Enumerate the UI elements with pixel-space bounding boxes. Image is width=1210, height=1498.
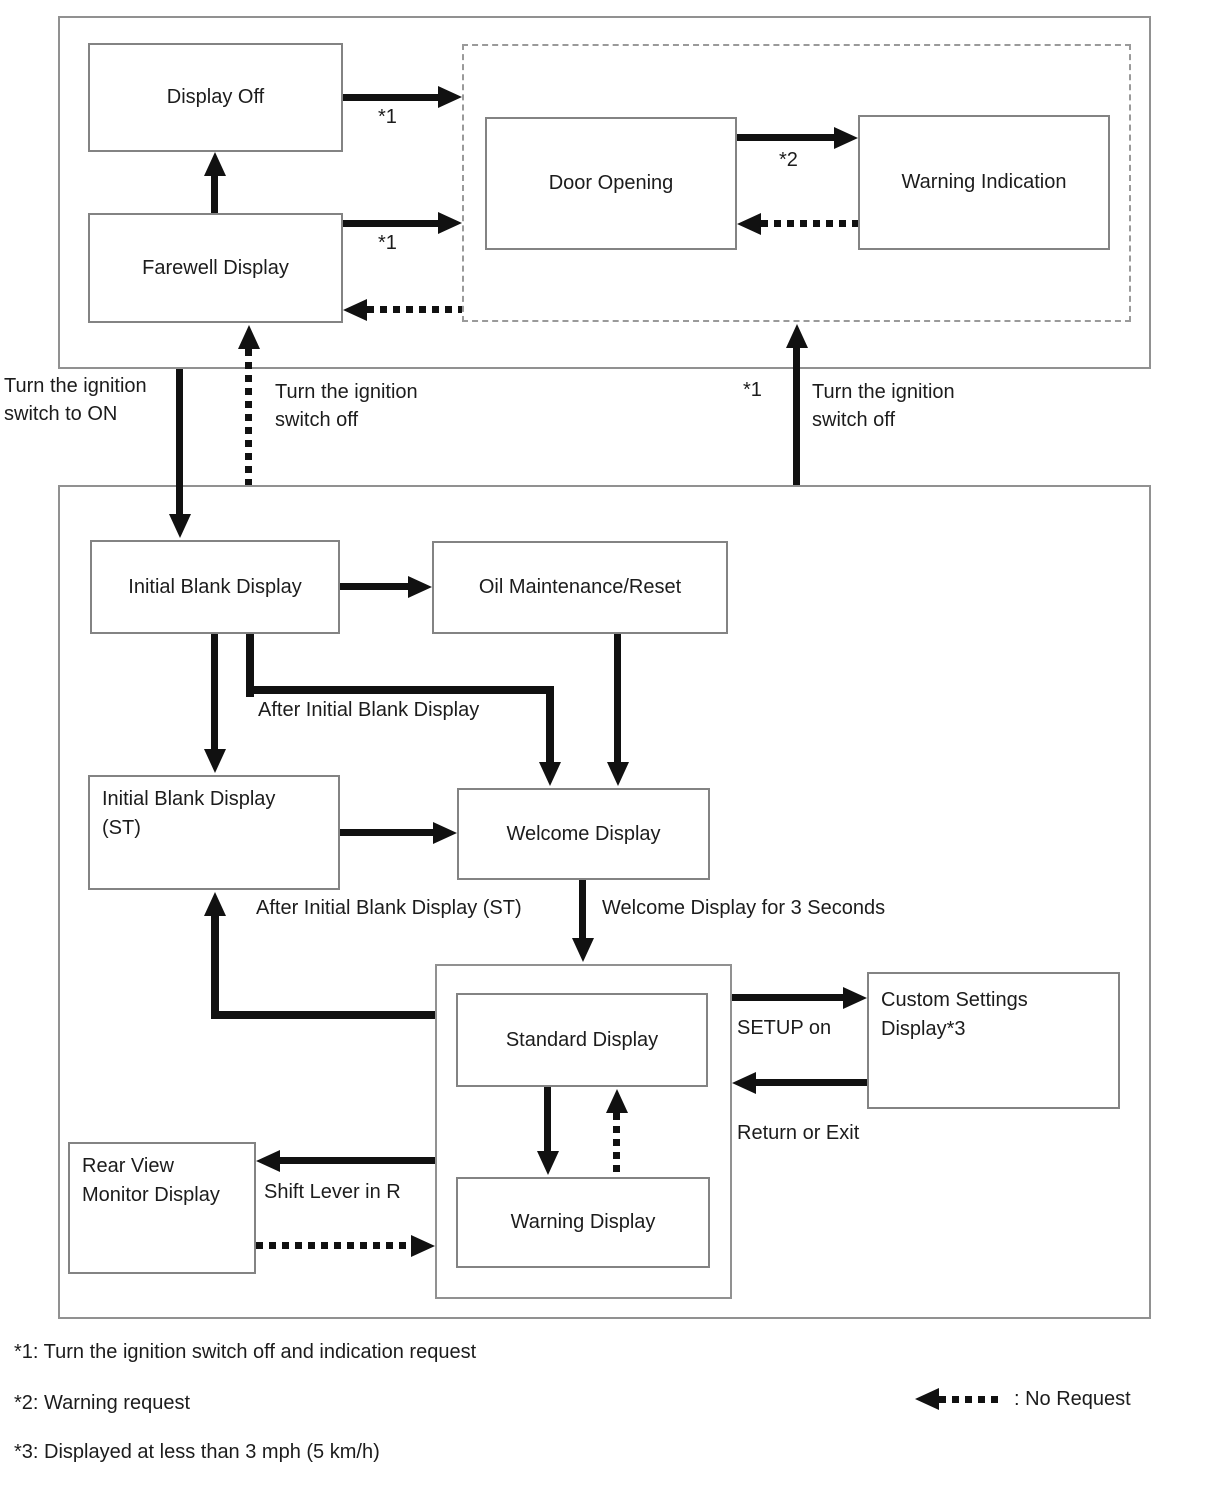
- legend-no-request-label: : No Request: [1014, 1388, 1131, 1410]
- node-rear-view-monitor-display: Rear View Monitor Display: [68, 1142, 256, 1274]
- label-after-initial-blank-display: After Initial Blank Display: [258, 699, 480, 721]
- arrow-ibd-to-welcome-elbow-h: [246, 686, 554, 694]
- label-shift-lever-in-r: Shift Lever in R: [264, 1181, 401, 1203]
- arrow-farewell-to-display-off: [211, 176, 218, 213]
- arrowhead-down-icon: [537, 1151, 559, 1175]
- footnote-1: *1: Turn the ignition switch off and ind…: [14, 1341, 477, 1363]
- arrowhead-right-icon: [438, 86, 462, 108]
- lower-group-frame: [58, 485, 1151, 1319]
- label-ignition-on: Turn the ignition switch to ON: [4, 375, 147, 425]
- dotted-arrow-lower-to-farewell: [245, 349, 252, 485]
- arrow-display-off-to-dashed: [343, 94, 438, 101]
- node-label: Farewell Display: [142, 256, 289, 279]
- node-label: Warning Display: [510, 1211, 656, 1233]
- arrowhead-left-icon: [343, 299, 367, 321]
- node-label: Welcome Display: [506, 822, 661, 845]
- node-label: Custom Settings Display*3: [881, 989, 1028, 1040]
- arrow-welcome-to-standard-group: [579, 880, 586, 938]
- arrowhead-down-icon: [539, 762, 561, 786]
- arrowhead-down-icon: [607, 762, 629, 786]
- arrow-ibd-to-oil: [340, 583, 408, 590]
- door-warning-dashed-frame: [462, 44, 1131, 322]
- arrowhead-left-icon: [256, 1150, 280, 1172]
- arrow-standard-group-to-ibd-st-v: [211, 916, 219, 1019]
- label-ignition-off-right: Turn the ignition switch off: [812, 381, 955, 431]
- label-return-or-exit: Return or Exit: [737, 1122, 860, 1144]
- arrowhead-left-icon: [737, 213, 761, 235]
- arrowhead-right-icon: [843, 987, 867, 1009]
- standard-group-frame: [435, 964, 732, 1299]
- node-door-opening: Door Opening: [485, 117, 737, 250]
- arrowhead-left-icon: [732, 1072, 756, 1094]
- arrowhead-right-icon: [411, 1235, 435, 1257]
- node-warning-display: Warning Display: [456, 1177, 710, 1268]
- legend-dotted-arrowhead-left-icon: [915, 1388, 939, 1410]
- arrow-standard-group-to-ibd-st-h: [211, 1011, 435, 1019]
- arrow-lower-to-dashed: [793, 348, 800, 485]
- node-label: Door Opening: [548, 172, 674, 194]
- node-warning-indication: Warning Indication: [858, 115, 1110, 250]
- arrowhead-up-icon: [238, 325, 260, 349]
- node-label: Initial Blank Display: [128, 575, 302, 598]
- arrow-standard-group-to-rear-view: [280, 1157, 435, 1164]
- node-custom-settings-display: Custom Settings Display*3: [867, 972, 1120, 1109]
- arrow-custom-to-standard: [756, 1079, 867, 1086]
- dotted-arrow-rear-view-to-standard-group: [256, 1242, 411, 1249]
- arrow-oil-to-welcome: [614, 634, 621, 762]
- arrowhead-right-icon: [433, 822, 457, 844]
- arrow-standard-to-custom: [732, 994, 843, 1001]
- node-label: Oil Maintenance/Reset: [478, 576, 682, 598]
- label-star1-farewell: *1: [378, 232, 397, 254]
- footnote-2: *2: Warning request: [14, 1392, 191, 1414]
- node-standard-display: Standard Display: [456, 993, 708, 1087]
- arrow-farewell-to-dashed: [343, 220, 438, 227]
- arrowhead-down-icon: [204, 749, 226, 773]
- arrow-ibd-to-ibd-st: [211, 634, 218, 749]
- dotted-arrow-warning-to-door: [761, 220, 858, 227]
- arrowhead-up-icon: [786, 324, 808, 348]
- node-label: Display Off: [166, 86, 265, 108]
- footnote-3: *3: Displayed at less than 3 mph (5 km/h…: [14, 1441, 380, 1463]
- label-welcome-3-seconds: Welcome Display for 3 Seconds: [602, 897, 886, 919]
- label-star2-door: *2: [779, 149, 798, 171]
- arrowhead-right-icon: [408, 576, 432, 598]
- node-display-off: Display Off: [88, 43, 343, 152]
- node-farewell-display: Farewell Display: [88, 213, 343, 323]
- arrowhead-right-icon: [834, 127, 858, 149]
- node-label: Warning Indication: [901, 171, 1067, 193]
- arrowhead-right-icon: [438, 212, 462, 234]
- label-ignition-off-left: Turn the ignition switch off: [275, 381, 418, 431]
- arrowhead-up-icon: [204, 152, 226, 176]
- node-initial-blank-display: Initial Blank Display: [90, 540, 340, 634]
- arrow-upper-to-initial-blank: [176, 369, 183, 514]
- dotted-arrow-dashed-to-farewell: [367, 306, 462, 313]
- arrow-ibd-to-welcome-elbow-v1: [246, 634, 254, 697]
- arrow-door-to-warning: [737, 134, 834, 141]
- arrowhead-down-icon: [572, 938, 594, 962]
- node-label: Initial Blank Display (ST): [102, 788, 276, 839]
- upper-group-frame: [58, 16, 1151, 369]
- arrow-standard-to-warning: [544, 1087, 551, 1151]
- dotted-arrow-warning-to-standard: [613, 1113, 620, 1175]
- label-after-initial-blank-display-st: After Initial Blank Display (ST): [256, 897, 522, 919]
- arrow-ibd-to-welcome-elbow-v2: [546, 686, 554, 762]
- legend-dotted-line: [939, 1396, 1003, 1403]
- node-initial-blank-display-st: Initial Blank Display (ST): [88, 775, 340, 890]
- arrow-ibd-st-to-welcome: [340, 829, 433, 836]
- node-label: Standard Display: [505, 1028, 659, 1051]
- arrowhead-down-icon: [169, 514, 191, 538]
- node-label: Rear View Monitor Display: [82, 1155, 220, 1206]
- label-setup-on: SETUP on: [737, 1017, 832, 1039]
- node-oil-maintenance-reset: Oil Maintenance/Reset: [432, 541, 728, 634]
- node-welcome-display: Welcome Display: [457, 788, 710, 880]
- arrowhead-up-icon: [606, 1089, 628, 1113]
- arrowhead-up-icon: [204, 892, 226, 916]
- label-star1-display-off: *1: [378, 106, 397, 128]
- label-star1-ignition: *1: [743, 379, 762, 401]
